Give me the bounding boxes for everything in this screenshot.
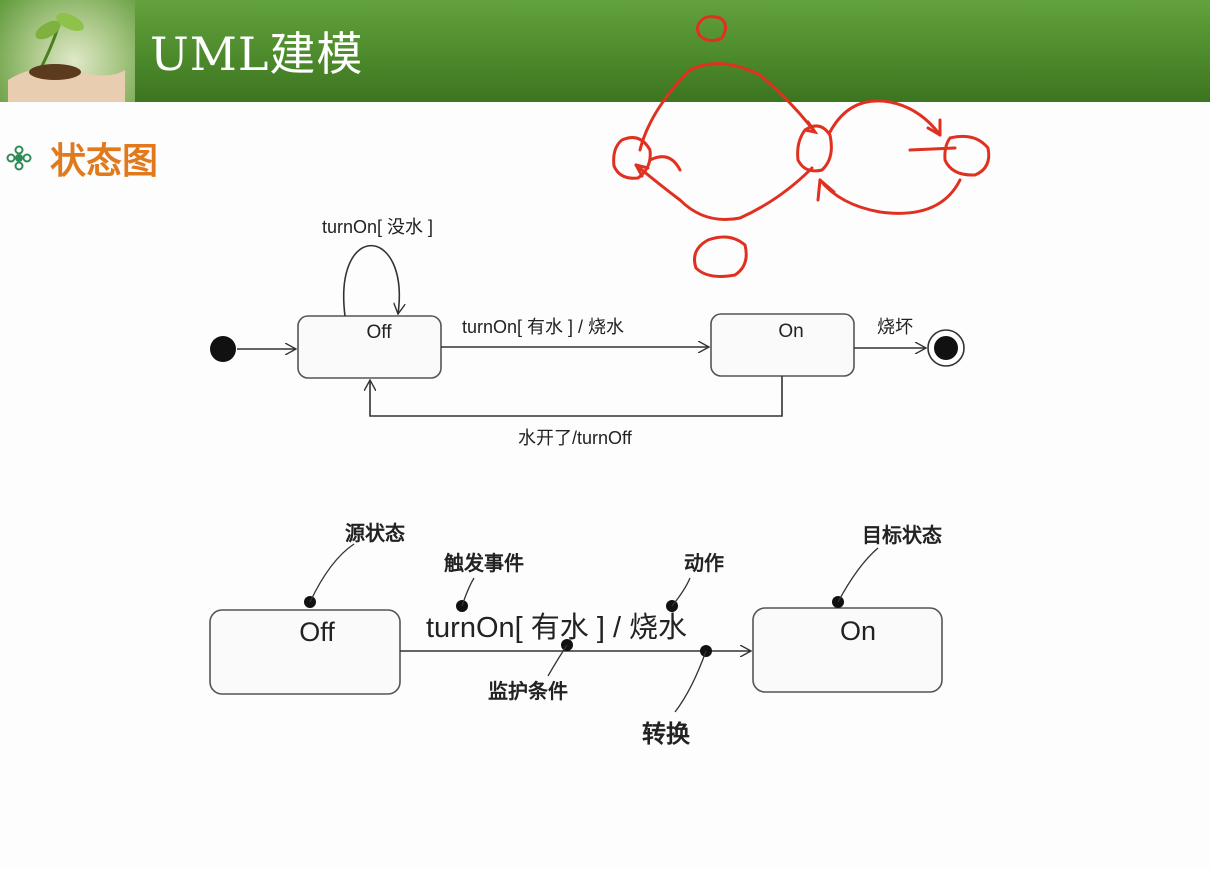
slide-title: UML建模	[150, 27, 364, 81]
bottom-state-on	[752, 607, 943, 693]
source-state-annotation: 源状态	[345, 521, 405, 545]
on-to-off-label: 水开了/turnOff	[518, 428, 633, 448]
on-to-final-label: 烧坏	[877, 317, 913, 337]
initial-state	[210, 336, 236, 362]
guard-condition-annotation: 监护条件	[488, 679, 568, 703]
state-off-label: Off	[367, 322, 393, 343]
on-to-off-transition	[370, 376, 783, 417]
trigger-event-annotation: 触发事件	[444, 551, 524, 575]
trigger-event-leader	[461, 577, 475, 607]
action-annotation: 动作	[684, 551, 724, 575]
source-state-leader	[309, 543, 355, 603]
bottom-state-off	[209, 609, 401, 695]
flower-bullet-icon	[6, 145, 32, 175]
state-on-label: On	[778, 321, 803, 342]
bottom-annotated-diagram: Off On turnOn[ 有水 ] / 烧水 源状态 触发事件 动作 目标状…	[209, 521, 943, 748]
off-to-on-label: turnOn[ 有水 ] / 烧水	[462, 317, 624, 337]
bottom-state-on-label: On	[840, 616, 876, 646]
bottom-state-off-label: Off	[299, 617, 335, 647]
self-loop-transition	[342, 244, 400, 317]
target-state-annotation: 目标状态	[862, 523, 942, 547]
plant-in-hand-photo	[0, 0, 135, 102]
slide-header: UML建模	[0, 0, 1210, 102]
target-state-leader	[837, 547, 879, 603]
final-state	[927, 329, 965, 367]
self-loop-label: turnOn[ 没水 ]	[322, 217, 433, 237]
top-state-diagram: Off turnOn[ 没水 ] turnOn[ 有水 ] / 烧水 On 烧坏…	[210, 217, 965, 448]
transition-annotation: 转换	[642, 719, 691, 748]
action-leader	[671, 577, 691, 607]
transition-leader	[674, 650, 707, 713]
bottom-transition-label: turnOn[ 有水 ] / 烧水	[426, 611, 687, 644]
guard-condition-leader	[547, 644, 568, 677]
hand-drawn-sketch	[351, 15, 991, 353]
section-heading: 状态图	[50, 141, 159, 182]
